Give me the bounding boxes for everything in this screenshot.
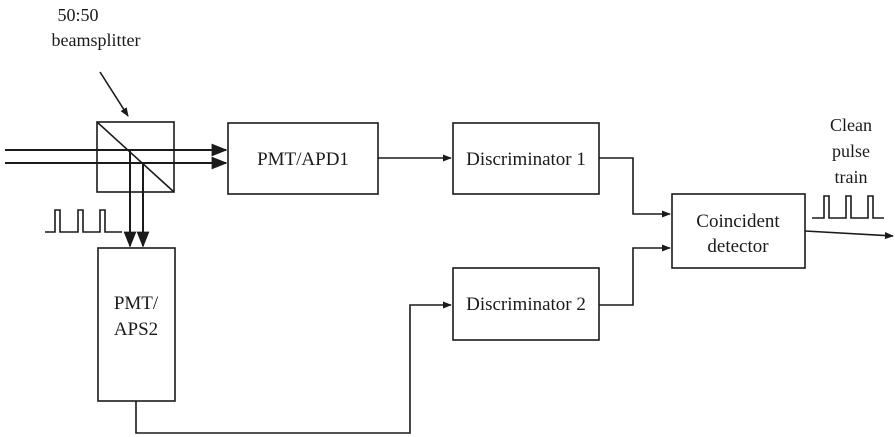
output-label-line3: train xyxy=(835,167,868,187)
coincident-label-line2: detector xyxy=(707,236,769,257)
coincident-output-arrow xyxy=(804,230,894,240)
coincident-label-line1: Coincident xyxy=(696,211,780,232)
discriminator2-box xyxy=(452,267,600,341)
detector1-box xyxy=(227,122,379,195)
output-pulse-train-icon xyxy=(812,195,884,219)
detector1-label: PMT/APD1 xyxy=(257,149,349,170)
detector2-box xyxy=(97,247,176,402)
detector2-label-line1: PMT/ xyxy=(114,293,159,314)
detector2-label-line2: APS2 xyxy=(114,319,158,340)
output-label-line1: Clean xyxy=(830,115,872,135)
discriminator1-label: Discriminator 1 xyxy=(466,149,586,170)
discriminator1-to-coincident-arrow xyxy=(599,157,671,218)
discriminator2-to-coincident-arrow xyxy=(599,244,671,306)
splitter-ratio-label: 50:50 xyxy=(57,5,98,25)
discriminator2-label: Discriminator 2 xyxy=(466,294,586,315)
splitter-pointer-arrow xyxy=(99,71,129,117)
beamsplitter-diagonal xyxy=(96,121,175,193)
splitter-name-label: beamsplitter xyxy=(52,30,141,50)
input-pulse-train-icon xyxy=(45,209,122,233)
detector2-to-discriminator2-arrow xyxy=(135,301,452,434)
coincident-detector-box xyxy=(671,193,806,269)
output-label-line2: pulse xyxy=(832,141,870,161)
